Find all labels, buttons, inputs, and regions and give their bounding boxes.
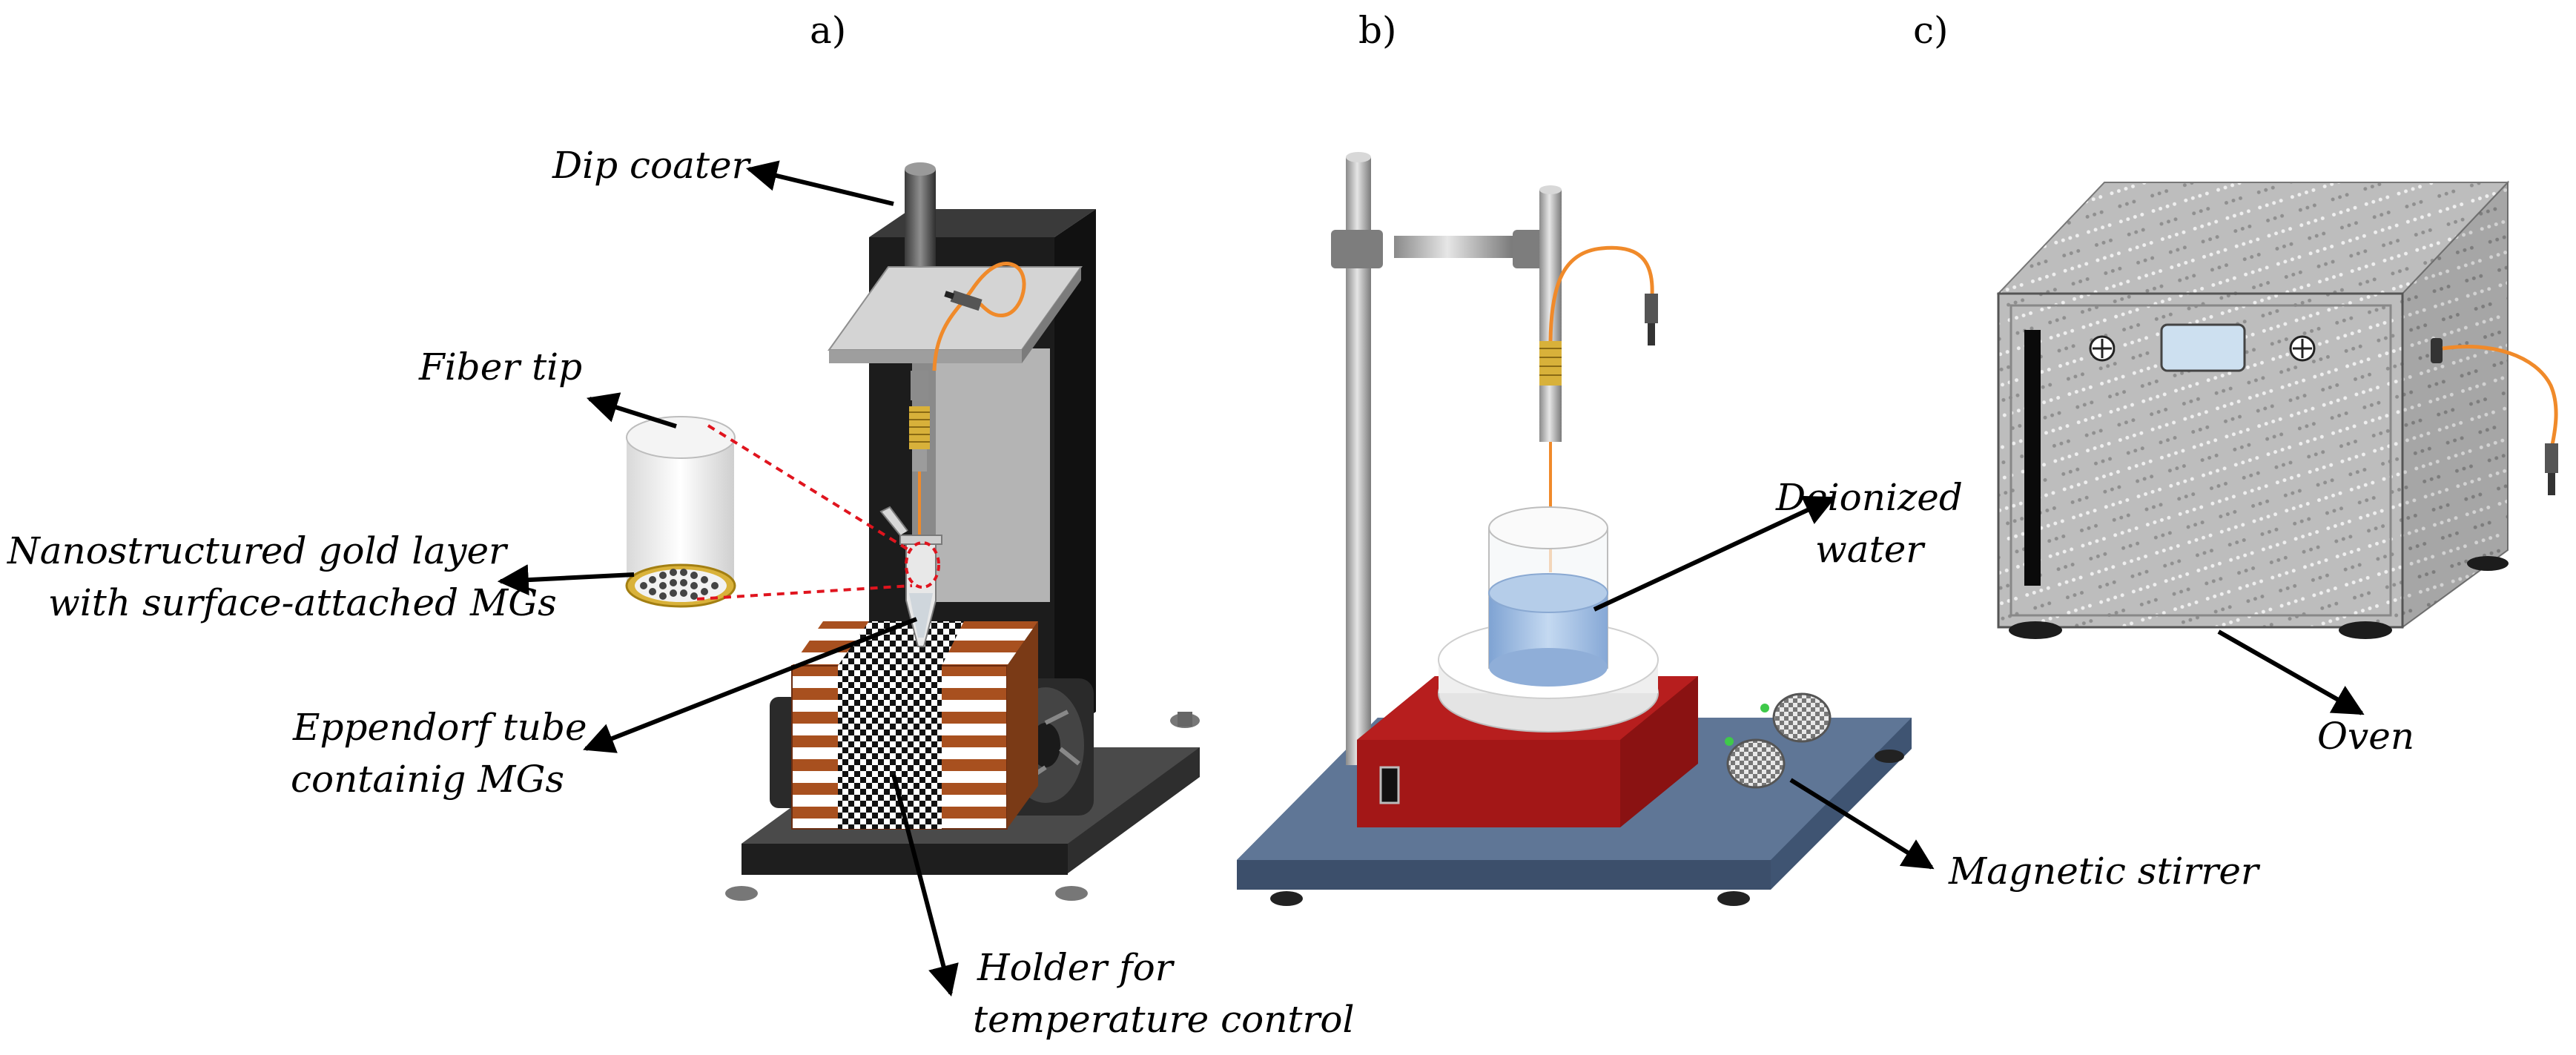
fiber-connector <box>2545 443 2558 495</box>
panel-label-c: c) <box>1913 9 1949 52</box>
base-foot <box>725 886 758 901</box>
oven <box>1996 180 2558 639</box>
oven-foot <box>2467 556 2509 571</box>
magnetic-stirrer-label: Magnetic stirrer <box>1948 850 2261 893</box>
gold-layer-arrow <box>497 564 635 596</box>
optical-fiber <box>2442 345 2558 446</box>
holder-label-line2: temperature control <box>973 998 1354 1041</box>
stirrer-knob-speed <box>1772 692 1832 743</box>
oven-door-handle <box>2024 330 2041 586</box>
oven-screw-right <box>2289 335 2316 362</box>
fiber-coil <box>909 406 930 449</box>
fiber-tip-label: Fiber tip <box>418 345 582 388</box>
fiber-tip-highlight <box>905 541 940 589</box>
oven-label: Oven <box>2317 715 2414 758</box>
clamp-left <box>1331 230 1383 268</box>
optical-fiber <box>1548 245 1654 342</box>
optical-fiber <box>932 262 1026 371</box>
magnetic-stirrer-arrow <box>1789 778 1935 870</box>
fiber-coil <box>1539 341 1562 386</box>
holder-label-line1: Holder for <box>977 946 1175 989</box>
fiber-holder <box>911 371 928 400</box>
fiber-connector <box>1645 294 1658 345</box>
base-foot <box>1055 886 1088 901</box>
oven-foot <box>2339 621 2392 639</box>
fiber-tip-magnified <box>625 416 736 608</box>
panel-label-b: b) <box>1358 9 1397 52</box>
mg-particles <box>640 569 719 600</box>
base-foot <box>1875 750 1904 763</box>
base-foot <box>1270 891 1303 906</box>
eppendorf-arrow <box>583 617 918 753</box>
oven-fiber-port <box>2431 338 2443 363</box>
oven-screw-left <box>2089 335 2116 362</box>
eppendorf-label-line1: Eppendorf tube <box>292 706 587 749</box>
stirrer-knob-heat <box>1726 738 1786 789</box>
oven-display <box>2160 323 2246 372</box>
magnification-line <box>696 584 913 601</box>
deionized-water-arrow <box>1593 495 1836 612</box>
dip-coater-arrow <box>745 160 894 206</box>
oven-foot <box>2009 621 2062 639</box>
eppendorf-label-line2: containig MGs <box>291 758 564 801</box>
oven-arrow <box>2217 629 2365 715</box>
holder-arrow <box>891 774 959 997</box>
deionized-water-label-line2: water <box>1815 528 1926 571</box>
fiber-tip-arrow <box>586 392 677 429</box>
indicator-led <box>1760 704 1769 712</box>
base-foot <box>1717 891 1750 906</box>
dip-coater-setup <box>625 162 1200 901</box>
magnetic-stirrer-setup <box>1237 152 1912 906</box>
gold-layer-label-line2: with surface-attached MGs <box>48 581 557 624</box>
fiber-connector <box>944 290 982 311</box>
clamp-bar <box>1394 236 1513 258</box>
power-switch <box>1379 766 1400 804</box>
indicator-led <box>1725 737 1734 746</box>
dip-coater-label: Dip coater <box>552 144 752 187</box>
gold-layer-label-line1: Nanostructured gold layer <box>7 529 509 572</box>
panel-label-a: a) <box>810 9 846 52</box>
beaker <box>1488 506 1608 687</box>
